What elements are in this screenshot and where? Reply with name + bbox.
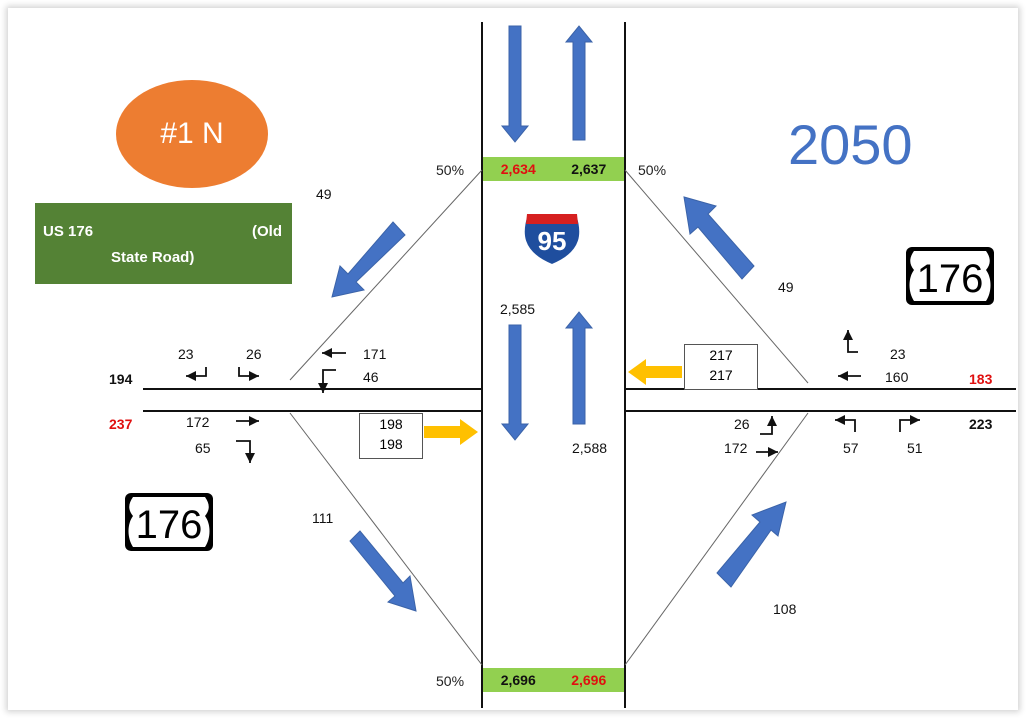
- ramp-volume-sw: 111: [312, 510, 334, 526]
- west-volume-top: 194: [109, 371, 133, 387]
- turn-26-arrow: [238, 367, 259, 382]
- i95-northbound-arrow-mid: [564, 311, 594, 425]
- turn-51: 51: [907, 440, 923, 456]
- mainline-volume-bar-north: 2,634 2,637: [483, 157, 624, 181]
- mainline-north-right: 2,637: [571, 161, 607, 177]
- location-badge: #1 N: [116, 80, 268, 188]
- turn-east-23: 23: [890, 346, 906, 362]
- ramp-sw: [289, 412, 483, 666]
- turn-east-172: 172: [724, 440, 748, 456]
- box-east-top: 217: [709, 347, 733, 363]
- east-volume-top: 183: [969, 371, 993, 387]
- i95-southbound-arrow-top: [500, 25, 530, 143]
- ramp-nw: [289, 169, 483, 381]
- turn-46-arrow: [317, 369, 336, 393]
- i95-northbound-arrow-top: [564, 25, 594, 141]
- box-west-bottom: 198: [379, 436, 403, 452]
- turn-23-arrow: [186, 367, 207, 382]
- us176-shield-left-icon: [125, 493, 213, 551]
- east-volume-bottom: 223: [969, 416, 993, 432]
- us176-shield-right-number: 176: [917, 257, 984, 301]
- ramp-arrow-se: [716, 501, 787, 588]
- ramp-ne: [624, 169, 809, 384]
- turn-26: 26: [246, 346, 262, 362]
- mainline-north-left: 2,634: [500, 161, 536, 177]
- box-east-bottom: 217: [709, 367, 733, 383]
- percent-nw: 50%: [436, 162, 465, 178]
- mainline-south-right: 2,696: [571, 672, 607, 688]
- west-volume-bottom: 237: [109, 416, 133, 432]
- box-west-top: 198: [379, 416, 403, 432]
- i95-southbound-arrow-mid: [500, 324, 530, 441]
- turn-57-arrow: [835, 414, 856, 432]
- road-name-box: US 176 (Old State Road): [35, 203, 292, 284]
- turn-east-23-arrow: [842, 330, 858, 353]
- turn-65-arrow: [236, 440, 256, 463]
- mainline-south-left: 2,696: [500, 672, 536, 688]
- percent-ne: 50%: [638, 162, 667, 178]
- turn-51-arrow: [899, 414, 920, 432]
- turn-172: 172: [186, 414, 210, 430]
- ramp-volume-box-west: 198 198: [359, 413, 423, 459]
- turn-46: 46: [363, 369, 379, 385]
- ramp-volume-se: 108: [773, 601, 797, 617]
- turn-57: 57: [843, 440, 859, 456]
- ramp-arrow-nw: [331, 221, 406, 298]
- mainline-mid-left: 2,585: [500, 301, 536, 317]
- road-name-line3: State Road): [111, 249, 195, 266]
- yellow-arrow-east: [424, 419, 478, 445]
- ramp-se: [624, 412, 809, 666]
- turn-23: 23: [178, 346, 194, 362]
- i95-shield-number: 95: [538, 226, 567, 256]
- mainline-mid-right: 2,588: [572, 440, 608, 456]
- road-name-line1: US 176: [43, 223, 94, 240]
- percent-sw: 50%: [436, 673, 465, 689]
- ramp-volume-ne: 49: [778, 279, 794, 295]
- ramp-arrow-ne: [683, 196, 755, 280]
- turn-171: 171: [363, 346, 387, 362]
- ramp-volume-box-east: 217 217: [684, 344, 758, 390]
- forecast-year: 2050: [788, 113, 913, 176]
- turn-160: 160: [885, 369, 909, 385]
- i95-shield-icon: [522, 213, 582, 267]
- ramp-arrow-sw: [349, 530, 417, 612]
- road-name-line2: (Old: [252, 223, 282, 240]
- turn-east-26-arrow: [760, 416, 778, 435]
- yellow-arrow-west: [628, 359, 682, 385]
- us176-shield-left-number: 176: [136, 503, 203, 547]
- us176-shield-right-icon: [906, 247, 994, 305]
- ramp-volume-nw: 49: [316, 186, 332, 202]
- turn-east-26: 26: [734, 416, 750, 432]
- turn-65: 65: [195, 440, 211, 456]
- mainline-volume-bar-south: 2,696 2,696: [483, 668, 624, 692]
